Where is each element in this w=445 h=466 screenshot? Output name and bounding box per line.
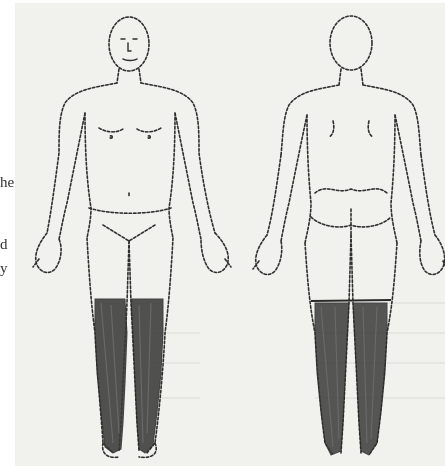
back-shading-top-line <box>311 300 391 301</box>
front-body-outline <box>33 17 231 457</box>
front-shaded-lower-legs <box>95 299 163 453</box>
body-chart-svg <box>15 3 445 466</box>
body-chart <box>15 3 445 466</box>
front-face <box>121 39 137 61</box>
paper-texture <box>155 303 445 398</box>
back-body-outline <box>253 16 445 455</box>
